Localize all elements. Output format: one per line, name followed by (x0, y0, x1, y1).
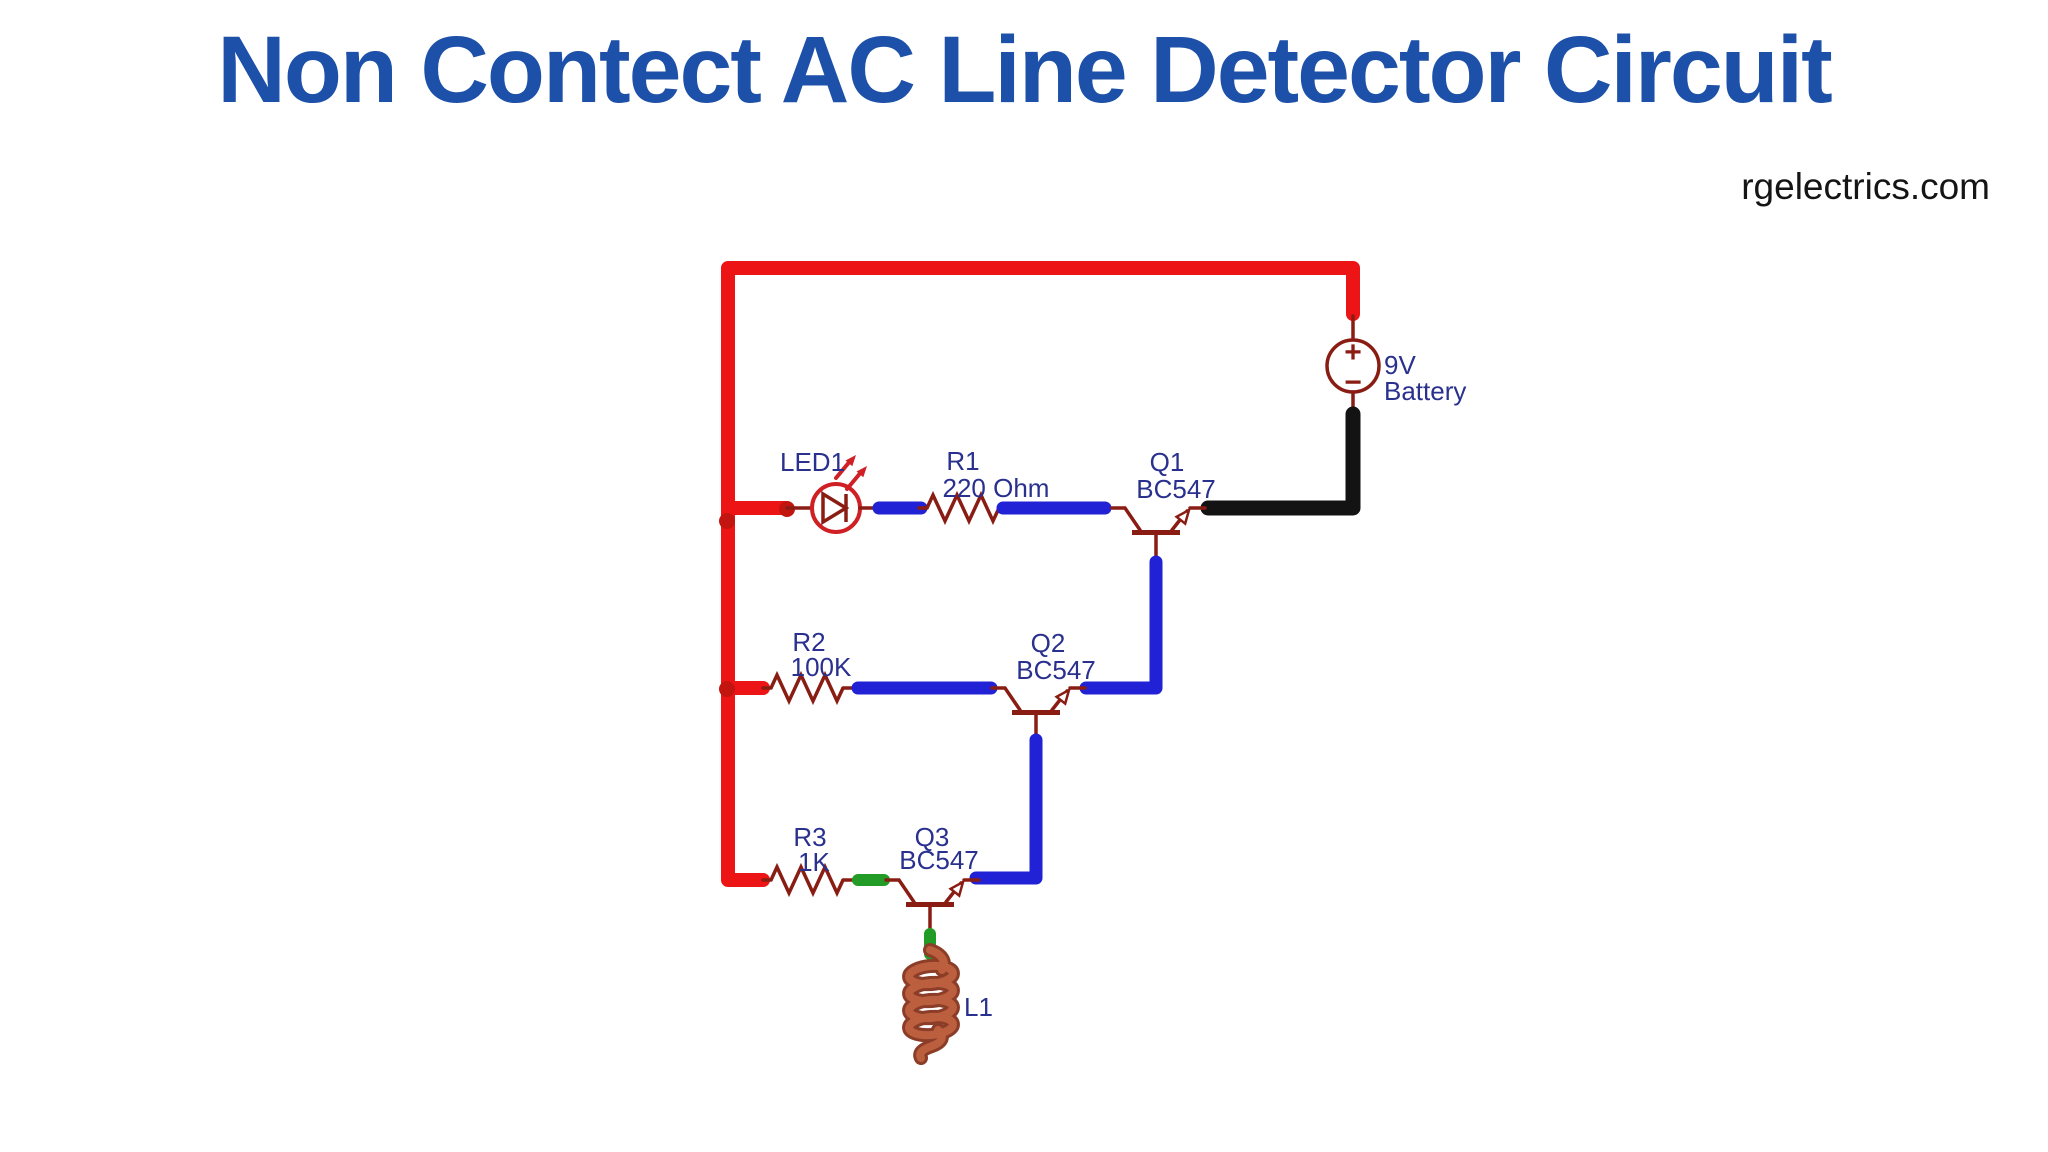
q2-ref-label: Q2 (1031, 628, 1066, 658)
junction-dot-led-rail (719, 513, 735, 529)
r3-ref-label: R3 (793, 822, 826, 852)
transistor-q2-symbol (992, 688, 1085, 740)
r1-value-label: 220 Ohm (943, 473, 1050, 503)
l1-label: L1 (964, 992, 993, 1022)
wire-q2-to-q3 (969, 733, 1043, 885)
r2-value-label: 100K (791, 652, 852, 682)
watermark: rgelectrics.com (1741, 166, 1990, 207)
battery-symbol: + − (1325, 314, 1381, 414)
battery-minus-sign: − (1344, 366, 1362, 399)
junction-dot-r2-rail (719, 681, 735, 697)
inductor-l1-symbol (902, 943, 960, 1065)
led-ring (810, 482, 862, 534)
battery-name-label: Battery (1384, 376, 1466, 406)
negative-wire (1200, 406, 1361, 516)
q1-part-label: BC547 (1136, 474, 1216, 504)
r3-value-label: 1K (798, 847, 830, 877)
led-triangle (821, 490, 850, 526)
positive-rail-wire (721, 261, 1360, 887)
led-symbol (785, 455, 880, 534)
led1-label: LED1 (780, 447, 845, 477)
battery-value-label: 9V (1384, 350, 1416, 380)
page-title: Non Contect AC Line Detector Circuit (217, 17, 1832, 123)
r2-ref-label: R2 (792, 627, 825, 657)
q3-part-label: BC547 (899, 845, 979, 875)
wire-q1-to-q2 (1079, 555, 1163, 695)
battery-plus-sign: + (1344, 336, 1362, 369)
q2-part-label: BC547 (1016, 655, 1096, 685)
transistor-q1-symbol (1112, 508, 1205, 560)
r1-ref-label: R1 (946, 446, 979, 476)
q1-ref-label: Q1 (1150, 447, 1185, 477)
q3-ref-label: Q3 (915, 822, 950, 852)
transistor-q3-symbol (886, 880, 979, 932)
